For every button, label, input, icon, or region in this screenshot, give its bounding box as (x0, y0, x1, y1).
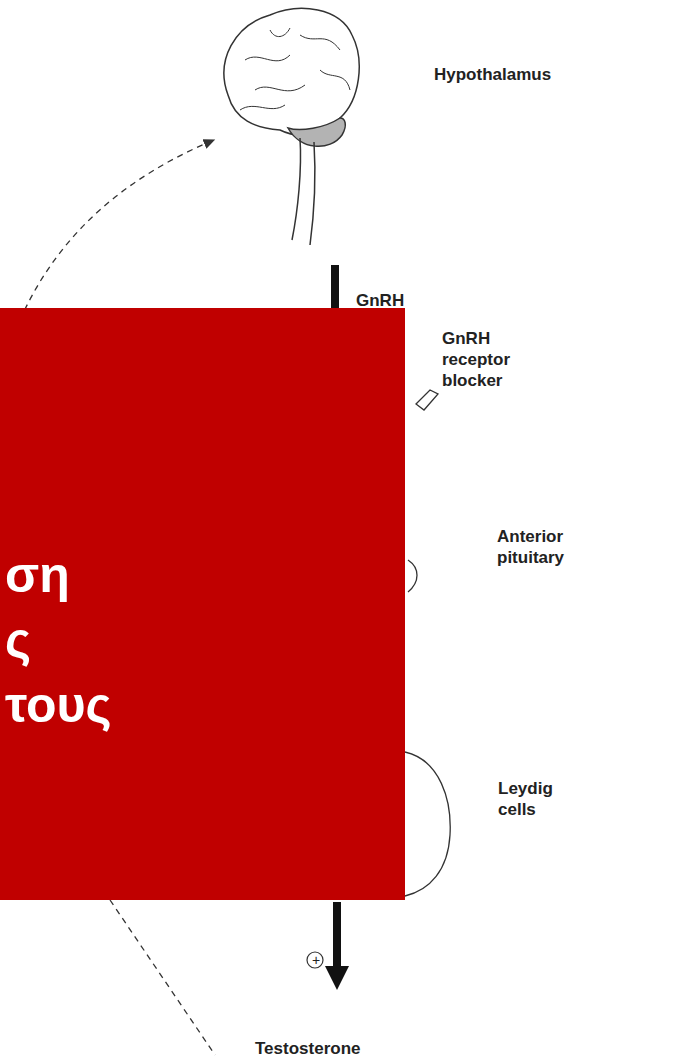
part-label: Hypothalamus (434, 64, 594, 85)
hormone-arrow (333, 902, 341, 970)
sign-symbol: + (309, 949, 323, 971)
part-label: GnRH receptor blocker (442, 328, 534, 391)
feedback-line (20, 140, 214, 320)
brain-drawing (224, 8, 359, 245)
pituitary-outline (408, 560, 417, 592)
blocker-symbol (416, 390, 438, 410)
part-label: Anterior pituitary (497, 526, 597, 568)
part-label: Testosterone (255, 1038, 395, 1059)
testis-outline (405, 752, 450, 896)
arrow-head (325, 966, 349, 990)
feedback-line (110, 900, 215, 1055)
box-text: ση ς τους (5, 543, 135, 738)
part-label: Leydig cells (498, 778, 568, 820)
cover-box: ση ς τους (0, 308, 405, 900)
